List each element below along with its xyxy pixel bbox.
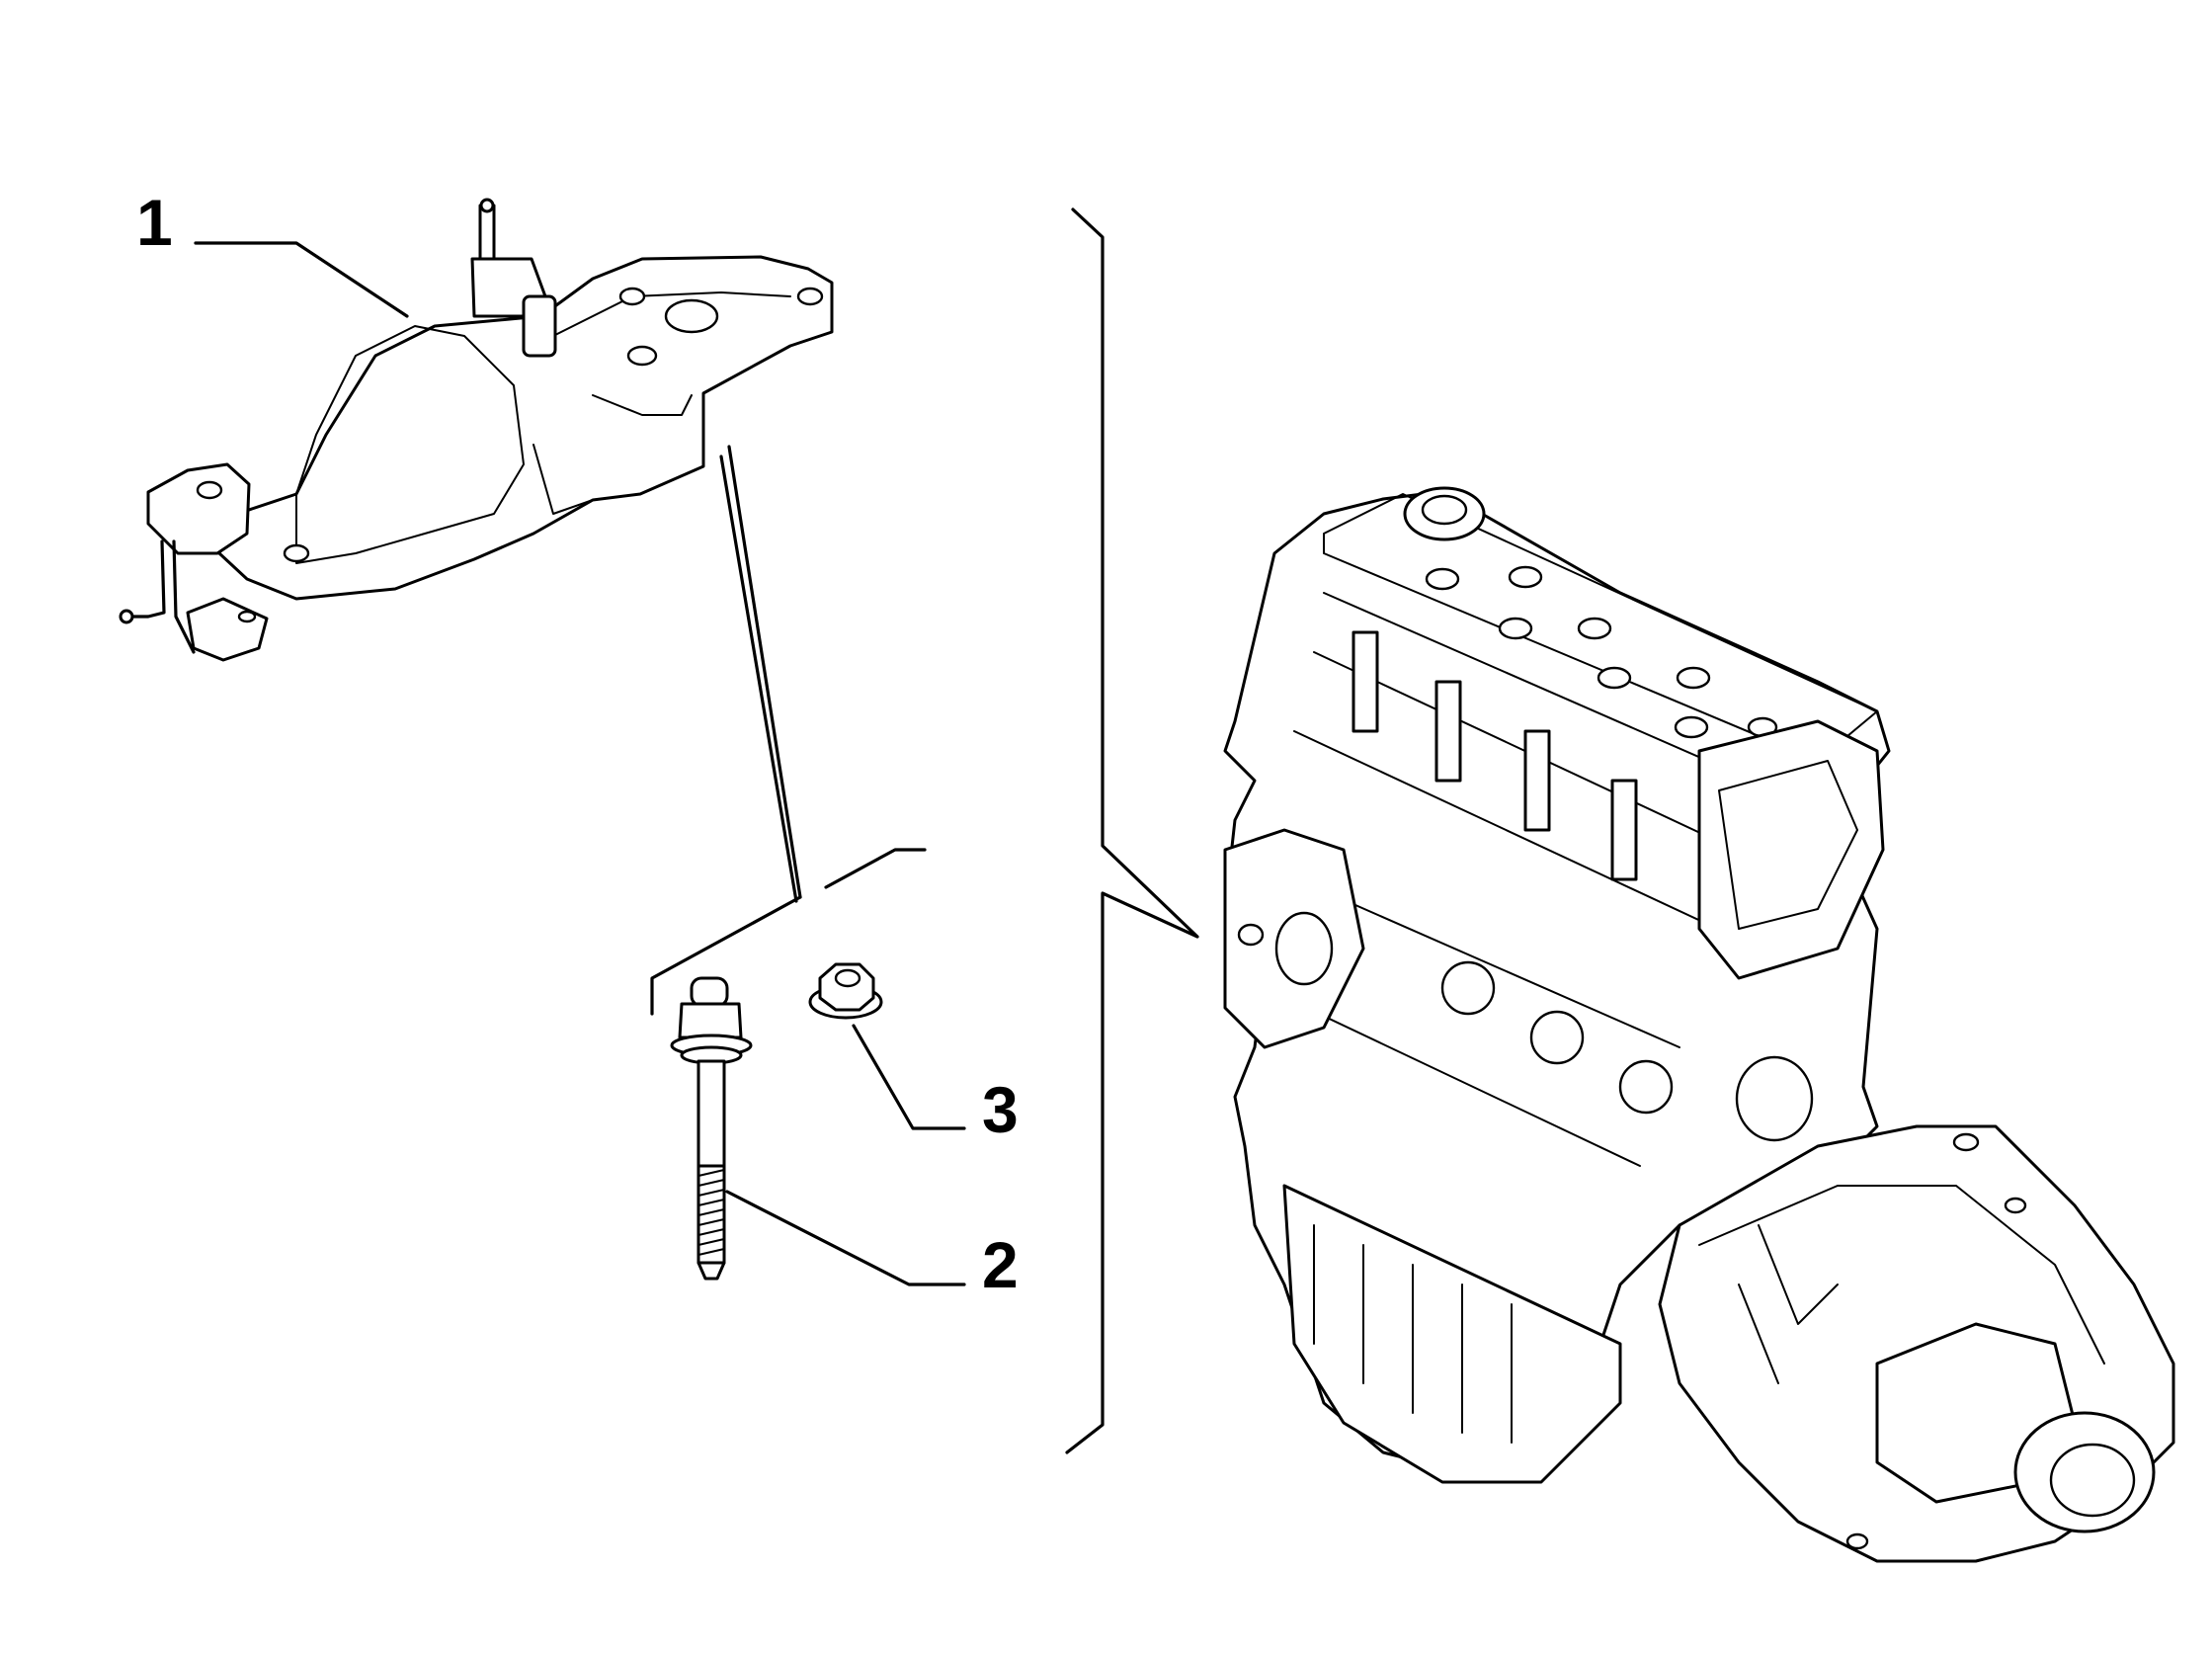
engine-assembly xyxy=(1223,486,2175,1563)
callout-1-leader xyxy=(194,241,409,318)
assembly-guide-lines xyxy=(650,445,927,1016)
callout-2[interactable]: 2 xyxy=(725,1190,1019,1301)
callout-2-number: 2 xyxy=(982,1228,1019,1301)
callout-1[interactable]: 1 xyxy=(136,186,409,318)
engine-mount-bracket xyxy=(119,198,834,662)
flange-nut xyxy=(808,962,883,1020)
callout-3-leader xyxy=(852,1024,966,1130)
callout-3-number: 3 xyxy=(982,1073,1019,1146)
bolt xyxy=(670,976,753,1281)
grouping-bracket xyxy=(1065,207,1199,1454)
callout-2-leader xyxy=(725,1190,966,1286)
callout-3[interactable]: 3 xyxy=(852,1024,1019,1146)
callout-1-number: 1 xyxy=(136,186,173,259)
